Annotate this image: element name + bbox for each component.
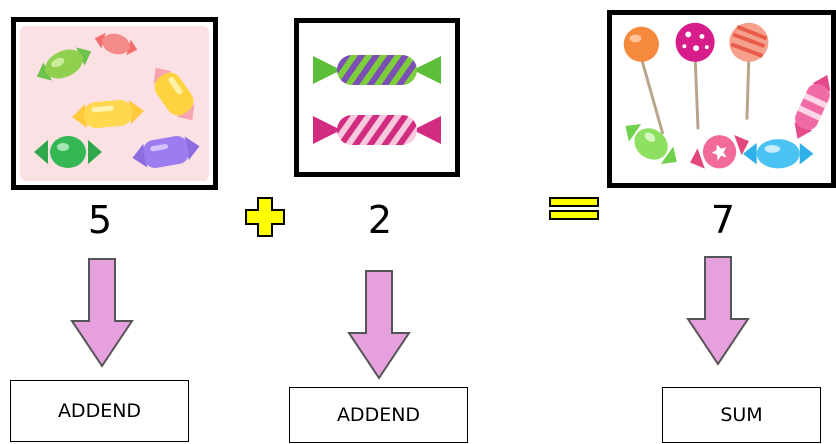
seven-candies-icon <box>623 22 831 169</box>
addend1-label: ADDEND <box>10 380 189 442</box>
plus-icon <box>245 197 285 237</box>
five-candies-picture <box>11 17 218 190</box>
down-arrow-icon <box>347 270 411 380</box>
sum-arrow <box>686 256 750 366</box>
two-candies-picture <box>294 18 460 177</box>
equals-icon <box>549 197 599 220</box>
addend2-arrow <box>347 270 411 380</box>
two-candies-icon <box>313 55 441 145</box>
addend2-number: 2 <box>367 198 393 242</box>
equals-operator <box>549 197 599 221</box>
plus-operator <box>244 196 286 238</box>
addend1-arrow <box>70 258 134 368</box>
down-arrow-icon <box>686 256 750 366</box>
addend1-number: 5 <box>87 198 113 242</box>
addend2-label: ADDEND <box>289 387 468 443</box>
sum-number: 7 <box>710 198 736 242</box>
sum-label: SUM <box>662 387 821 443</box>
five-candies-icon <box>20 26 209 181</box>
seven-candies-picture <box>607 10 836 188</box>
down-arrow-icon <box>70 258 134 368</box>
